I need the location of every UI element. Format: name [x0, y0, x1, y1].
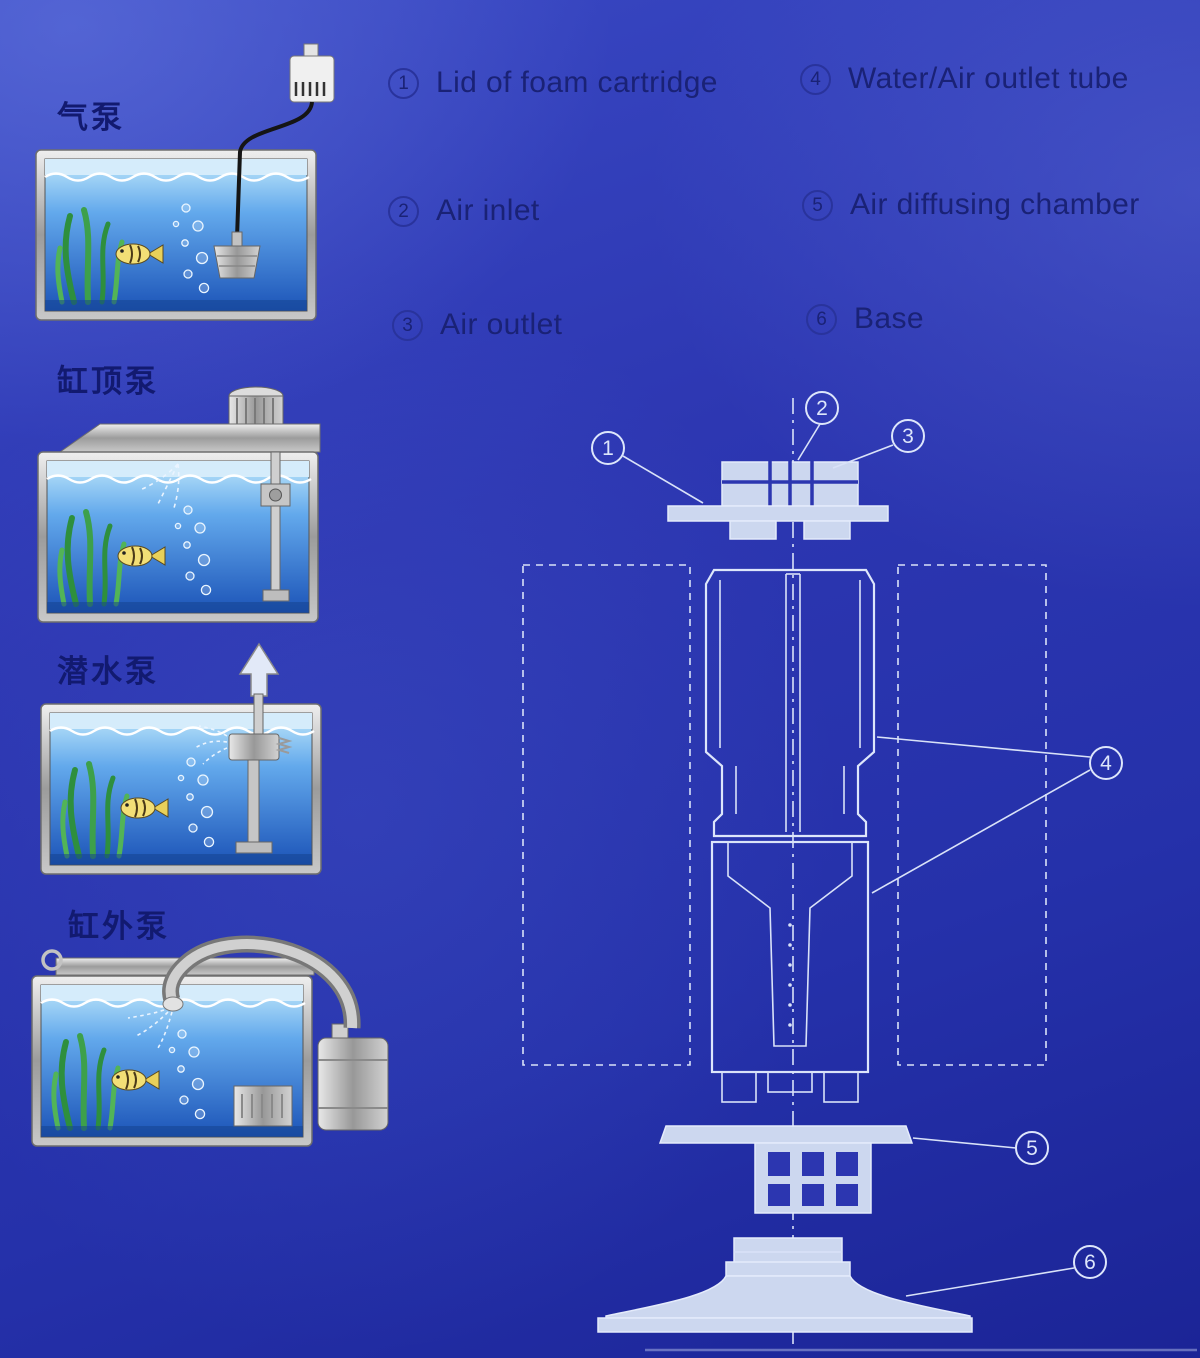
- tank-label-external-pump: 缸外泵: [68, 909, 170, 944]
- water-spray: [127, 1009, 173, 1049]
- legend-label-lid: Lid of foam cartridge: [436, 66, 718, 99]
- tank-illustration-tank-top-pump: [28, 386, 360, 634]
- pump-down-tube: [260, 451, 291, 602]
- legend-item-base: 6 Base: [806, 302, 924, 336]
- tank-label-submersible-pump: 潜水泵: [57, 654, 159, 689]
- hose: [162, 935, 361, 1029]
- legend-item-lid: 1 Lid of foam cartridge: [388, 66, 718, 100]
- legend-label-air-outlet: Air outlet: [440, 308, 563, 341]
- callout-number-5: 5: [1026, 1137, 1038, 1160]
- legend-item-air-inlet: 2 Air inlet: [388, 194, 540, 228]
- leader-4b: [871, 769, 1091, 894]
- submersible-pump: [228, 693, 293, 854]
- tank-label-air-pump: 气泵: [57, 100, 125, 135]
- tank-top-pump: [58, 386, 321, 453]
- circled-number-2: 2: [388, 195, 419, 227]
- circled-number-5: 5: [802, 189, 833, 221]
- circled-number-6: 6: [806, 303, 837, 335]
- callout-number-2: 2: [816, 397, 828, 420]
- base-part: [597, 1237, 973, 1333]
- legend-item-air-outlet: 3 Air outlet: [392, 308, 562, 342]
- air-tube: [235, 101, 314, 239]
- leader-6: [905, 1267, 1075, 1297]
- leader-5: [912, 1137, 1017, 1149]
- legend-label-air-inlet: Air inlet: [436, 194, 540, 227]
- foam-cartridge-right-dashed: [897, 564, 1047, 1066]
- tank-illustration-external-pump: [22, 935, 389, 1166]
- air-stone: [213, 231, 261, 279]
- leader-2: [797, 423, 821, 461]
- legend-label-diffusing-chamber: Air diffusing chamber: [850, 188, 1140, 221]
- callout-5: 5: [1015, 1131, 1049, 1165]
- callout-6: 6: [1073, 1245, 1107, 1279]
- callout-number-6: 6: [1084, 1251, 1096, 1274]
- intake-pump: [233, 1085, 293, 1127]
- callout-number-3: 3: [902, 425, 914, 448]
- leader-3: [832, 444, 894, 469]
- callout-1: 1: [591, 431, 625, 465]
- lid-part: [667, 460, 889, 540]
- leader-1: [622, 455, 704, 504]
- air-diffusing-chamber: [658, 1125, 914, 1214]
- tank-label-tank-top-pump: 缸顶泵: [57, 364, 159, 399]
- circled-number-1: 1: [388, 67, 419, 99]
- legend-label-outlet-tube: Water/Air outlet tube: [848, 62, 1129, 95]
- tank-illustration-air-pump: [28, 43, 335, 330]
- leader-4a: [876, 736, 1091, 758]
- legend-item-diffusing-chamber: 5 Air diffusing chamber: [802, 188, 1140, 222]
- foam-cartridge-left-dashed: [522, 564, 691, 1066]
- callout-number-1: 1: [602, 437, 614, 460]
- hanger-hook: [41, 949, 63, 971]
- air-pump-device: [289, 43, 335, 103]
- water-spray: [194, 725, 228, 765]
- callout-3: 3: [891, 419, 925, 453]
- legend-label-base: Base: [854, 302, 924, 335]
- tank-illustration-submersible-pump: [33, 642, 365, 884]
- callout-4: 4: [1089, 746, 1123, 780]
- upper-outlet-tube: [704, 568, 876, 838]
- lower-outlet-tube: [710, 840, 870, 1103]
- water-spray: [139, 463, 180, 509]
- external-canister: [317, 1023, 389, 1131]
- legend-item-outlet-tube: 4 Water/Air outlet tube: [800, 62, 1129, 96]
- air-holes: [788, 923, 792, 1027]
- circled-number-4: 4: [800, 63, 831, 95]
- callout-number-4: 4: [1100, 752, 1112, 775]
- callout-2: 2: [805, 391, 839, 425]
- circled-number-3: 3: [392, 309, 423, 341]
